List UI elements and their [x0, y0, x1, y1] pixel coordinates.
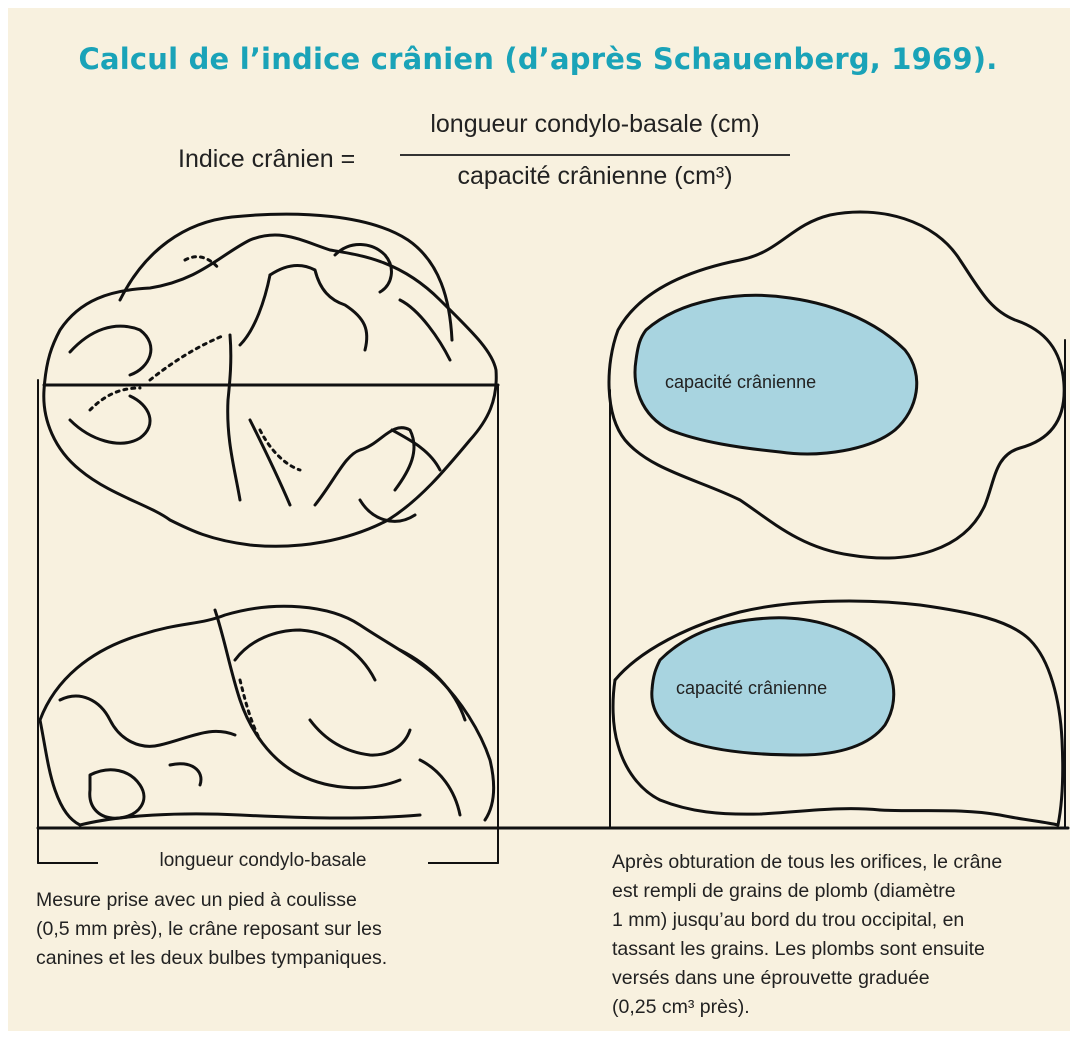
paragraph-left-line: canines et les deux bulbes tympaniques. [36, 944, 498, 973]
paragraph-right-line: Après obturation de tous les orifices, l… [612, 848, 1068, 877]
measurement-lines [38, 340, 1068, 863]
paragraph-right: Après obturation de tous les orifices, l… [612, 848, 1068, 1022]
paragraph-right-line: est rempli de grains de plomb (diamètre [612, 877, 1068, 906]
skull-capacity-lateral-view [613, 601, 1063, 825]
skull-lateral-view [40, 606, 494, 825]
paragraph-left-line: (0,5 mm près), le crâne reposant sur les [36, 915, 498, 944]
paragraph-left: Mesure prise avec un pied à coulisse (0,… [36, 886, 498, 973]
paragraph-right-line: (0,25 cm³ près). [612, 993, 1068, 1022]
paragraph-right-line: versés dans une éprouvette graduée [612, 964, 1068, 993]
paragraph-left-line: Mesure prise avec un pied à coulisse [36, 886, 498, 915]
skull-dorsal-view [44, 214, 498, 546]
length-label: longueur condylo-basale [98, 850, 428, 872]
paragraph-right-line: 1 mm) jusqu’au bord du trou occipital, e… [612, 906, 1068, 935]
capacity-label-bottom: capacité crânienne [676, 678, 827, 699]
capacity-label-top: capacité crânienne [665, 372, 816, 393]
paragraph-right-line: tassant les grains. Les plombs sont ensu… [612, 935, 1068, 964]
